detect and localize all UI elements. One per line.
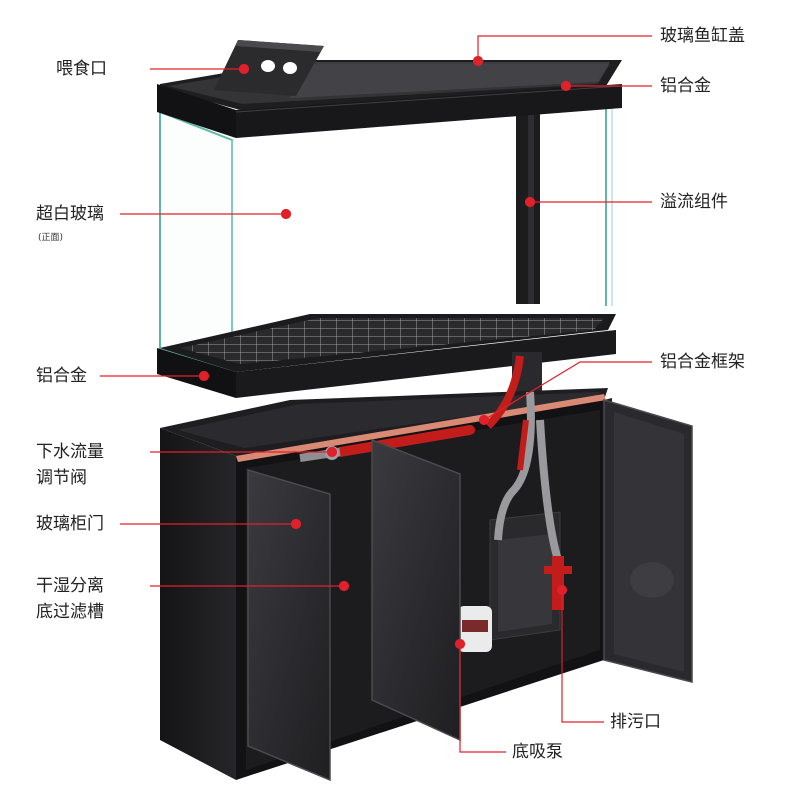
feeding-port-flap — [214, 40, 324, 96]
sump-filter-tank — [458, 511, 561, 652]
leader-lines — [100, 35, 652, 753]
drain-plumbing — [299, 355, 572, 610]
label-bottom-pump: 底吸泵 — [512, 742, 563, 762]
label-drain-flow-valve-line2: 调节阀 — [36, 468, 87, 488]
label-overflow-assembly: 溢流组件 — [660, 192, 728, 212]
label-aluminum-base: 铝合金 — [36, 366, 87, 386]
label-ultra-white-glass: 超白玻璃 — [36, 204, 104, 224]
label-aluminum-frame: 铝合金框架 — [660, 352, 745, 372]
label-glass-lid: 玻璃鱼缸盖 — [660, 26, 745, 46]
label-feeding-port: 喂食口 — [56, 59, 107, 79]
cabinet-doors — [247, 398, 693, 782]
label-glass-cabinet-door: 玻璃柜门 — [36, 514, 104, 534]
label-drain-flow-valve-line1: 下水流量 — [36, 442, 104, 462]
label-sump-line2: 底过滤槽 — [36, 602, 104, 622]
label-aluminum-top: 铝合金 — [660, 76, 711, 96]
bottom-tray — [157, 314, 616, 398]
label-ultra-white-glass-note: (正面) — [38, 233, 64, 243]
label-drain-outlet: 排污口 — [610, 712, 661, 732]
label-sump-line1: 干湿分离 — [36, 576, 104, 596]
glass-lid-shape — [290, 62, 610, 98]
